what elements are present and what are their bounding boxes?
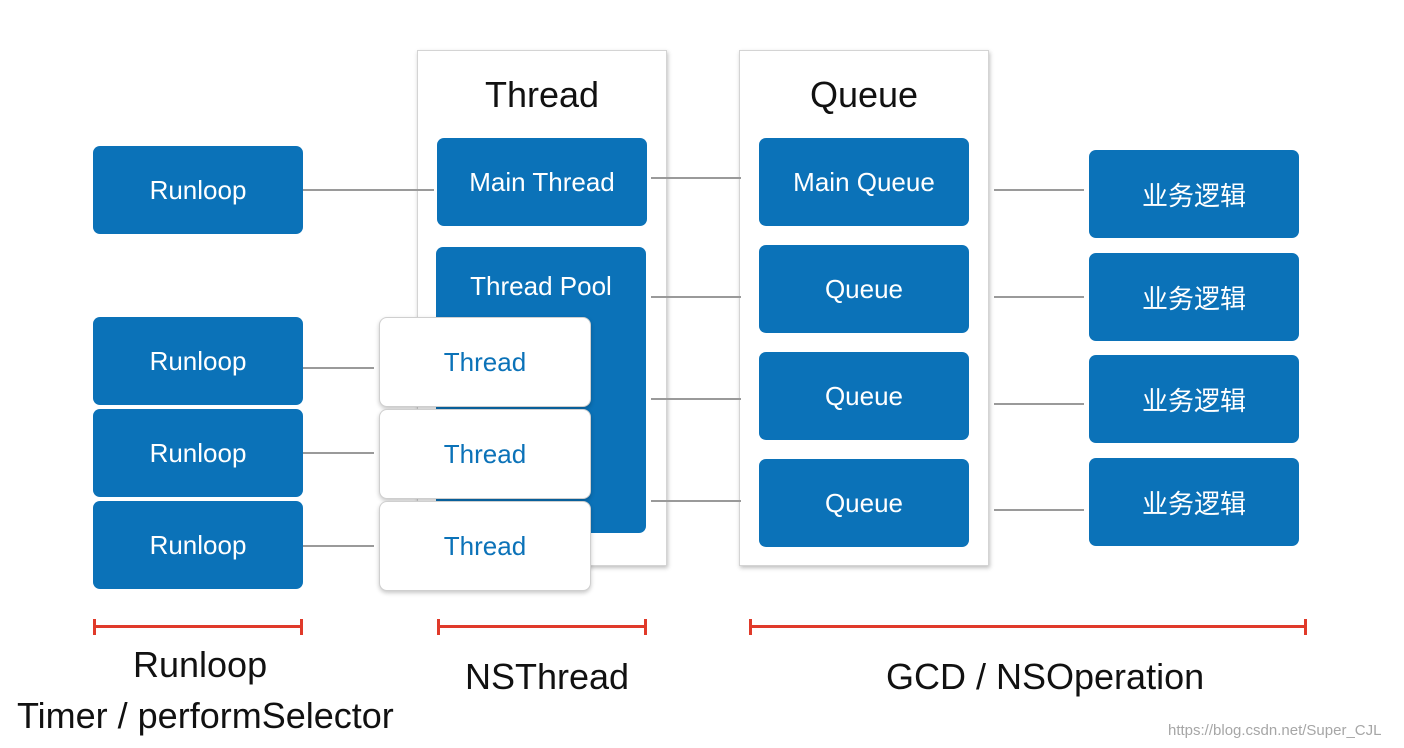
connector-queue-logic-2 <box>994 296 1084 298</box>
queue-box-3: Queue <box>759 459 969 547</box>
runloop-box-1: Runloop <box>93 317 303 405</box>
connector-queue-logic-1 <box>994 189 1084 191</box>
queue-box-2: Queue <box>759 352 969 440</box>
connector-runloop-thread-1 <box>298 367 374 369</box>
thread-panel-title: Thread <box>484 74 600 115</box>
business-logic-box-2: 业务逻辑 <box>1089 253 1299 341</box>
watermark-url: https://blog.csdn.net/Super_CJL <box>1168 722 1382 739</box>
gcd-bracket-left-tick <box>749 619 752 635</box>
thread-box-1: Thread <box>379 317 591 407</box>
business-logic-box-4: 业务逻辑 <box>1089 458 1299 546</box>
main-queue-box: Main Queue <box>759 138 969 226</box>
connector-queue-logic-3 <box>994 403 1084 405</box>
connector-runloop-thread-3 <box>298 545 374 547</box>
connector-queue-logic-4 <box>994 509 1084 511</box>
gcd-bracket-bar <box>750 625 1307 628</box>
runloop-caption: Runloop <box>133 644 268 685</box>
business-logic-box-1: 业务逻辑 <box>1089 150 1299 238</box>
thread-box-2: Thread <box>379 409 591 499</box>
connector-thread-queue-4 <box>651 500 741 502</box>
runloop-bracket-bar <box>94 625 302 628</box>
gcd-nsoperation-caption: GCD / NSOperation <box>886 656 1205 697</box>
queue-panel-title: Queue <box>809 74 919 115</box>
nsthread-bracket-right-tick <box>644 619 647 635</box>
thread-pool-label: Thread Pool <box>470 271 612 301</box>
thread-box-3: Thread <box>379 501 591 591</box>
runloop-bracket-left-tick <box>93 619 96 635</box>
runloop-box-2: Runloop <box>93 409 303 497</box>
queue-box-1: Queue <box>759 245 969 333</box>
connector-runloop-main-thread <box>291 189 434 191</box>
business-logic-box-3: 业务逻辑 <box>1089 355 1299 443</box>
runloop-box-3: Runloop <box>93 501 303 589</box>
timer-perform-selector-caption: Timer / performSelector <box>17 695 394 736</box>
nsthread-caption: NSThread <box>465 656 630 697</box>
connector-thread-queue-3 <box>651 398 741 400</box>
runloop-box-main: Runloop <box>93 146 303 234</box>
main-thread-box: Main Thread <box>437 138 647 226</box>
nsthread-bracket-bar <box>438 625 646 628</box>
gcd-bracket-right-tick <box>1304 619 1307 635</box>
runloop-bracket-right-tick <box>300 619 303 635</box>
nsthread-bracket-left-tick <box>437 619 440 635</box>
connector-thread-queue-1 <box>651 177 741 179</box>
connector-runloop-thread-2 <box>298 452 374 454</box>
connector-thread-queue-2 <box>651 296 741 298</box>
